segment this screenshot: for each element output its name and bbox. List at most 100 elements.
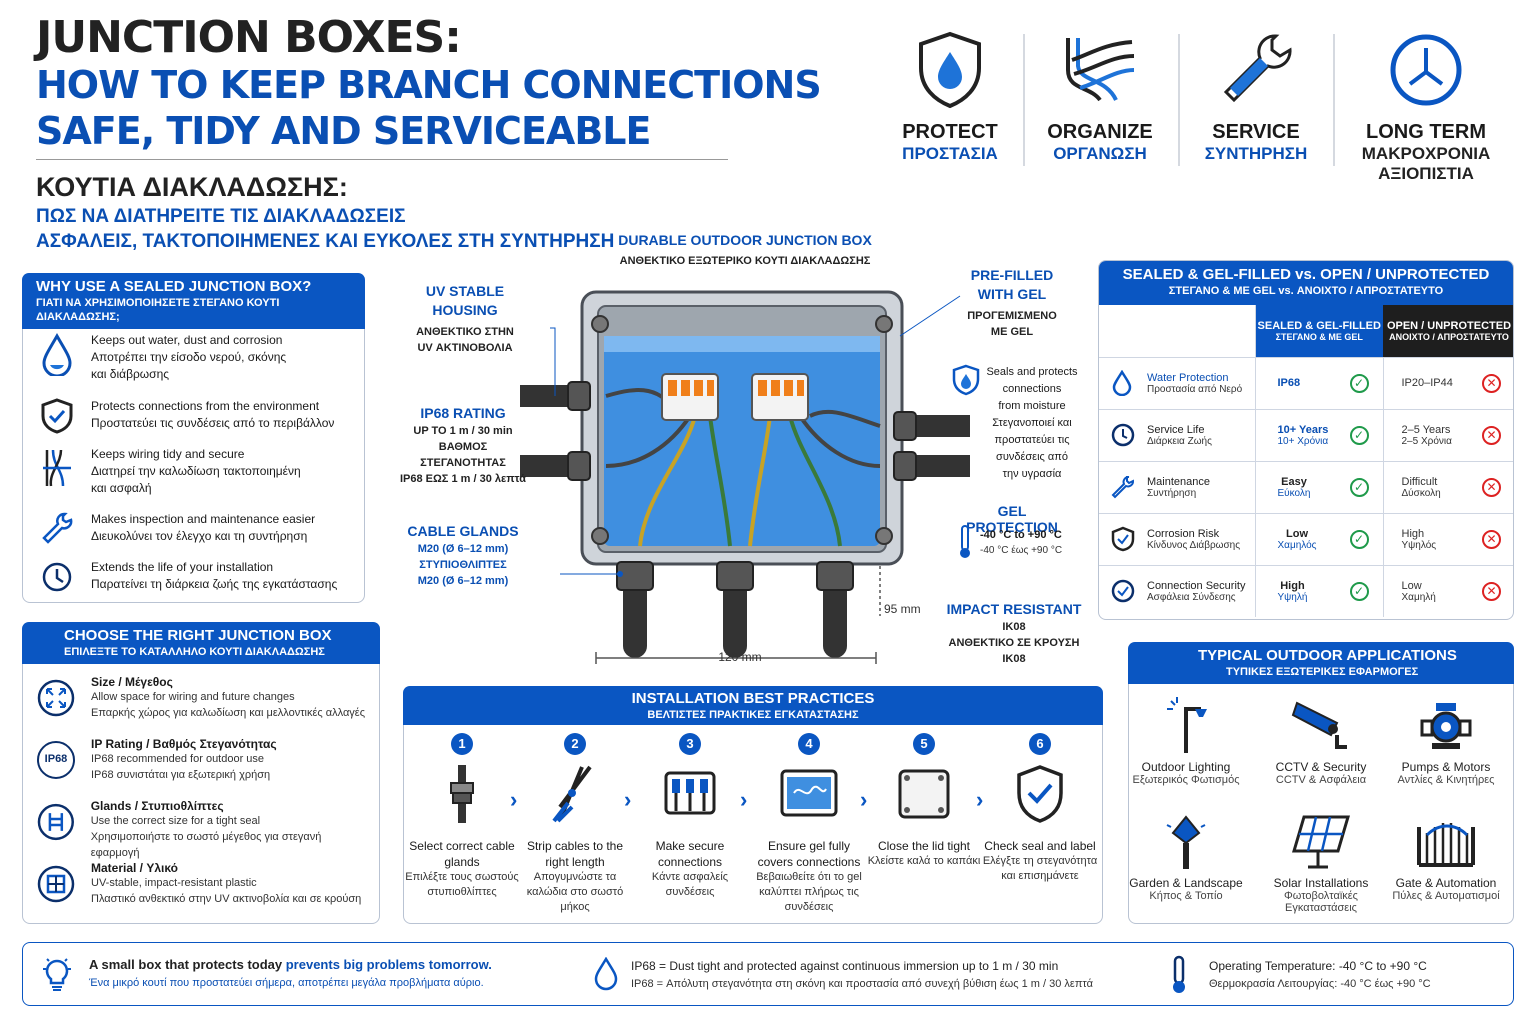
wrench-icon <box>1223 34 1292 103</box>
feature-long-term: LONG TERM ΜΑΚΡΟΧΡΟΝΙΑ ΑΞΙΟΠΙΣΤΙΑ <box>1340 30 1512 184</box>
lamp-icon <box>1167 697 1207 753</box>
open-value: Low <box>1401 579 1422 592</box>
why-title-gr: ΓΙΑΤΙ ΝΑ ΧΡΗΣΙΜΟΠΟΙΗΣΕΤΕ ΣΤΕΓΑΝΟ ΚΟΥΤΙ Δ… <box>36 297 280 323</box>
greek-title: ΚΟΥΤΙΑ ΔΙΑΚΛΑΔΩΣΗΣ: <box>36 172 348 202</box>
row-label-gr: Διάρκεια Ζωής <box>1147 435 1212 447</box>
comparison-title-gr: ΣΤΕΓΑΝΟ & ΜΕ GEL vs. ΑΝΟΙΧΤΟ / ΑΠΡΟΣΤΑΤΕ… <box>1168 285 1444 297</box>
application-label: Pumps & Motors <box>1401 760 1491 774</box>
why-item-gr: Διατηρεί την καλωδίωση τακτοποιημένη και… <box>91 464 301 495</box>
row-label: Corrosion Risk <box>1147 527 1220 540</box>
choose-card: CHOOSE THE RIGHT JUNCTION BOX ΕΠΙΛΕΞΤΕ Τ… <box>22 622 380 924</box>
step-text: Strip cables to the right length <box>526 839 624 869</box>
callout-title: WITH GEL <box>977 286 1047 302</box>
step-number: 3 <box>679 733 701 755</box>
choose-item-head: Material / Υλικό <box>91 861 178 875</box>
row-label: Connection Security <box>1147 579 1246 592</box>
callout-cable-glands: CABLE GLANDS M20 (Ø 6–12 mm) ΣΤΥΠΙΟΘΛΙΠΤ… <box>402 522 524 589</box>
drop-icon <box>42 332 72 376</box>
diagram-title: DURABLE OUTDOOR JUNCTION BOX <box>618 232 872 248</box>
box-height-label: 95 mm <box>884 602 921 616</box>
callout-title: UV STABLE <box>425 283 505 299</box>
installation-title-gr: ΒΕΛΤΙΣΤΕΣ ΠΡΑΚΤΙΚΕΣ ΕΓΚΑΤΑΣΤΑΣΗΣ <box>647 709 859 721</box>
application-label: Garden & Landscape <box>1129 876 1243 890</box>
application-item: Gate & Automation Πύλες & Αυτοματισμοί <box>1381 813 1511 902</box>
comparison-header: SEALED & GEL-FILLED vs. OPEN / UNPROTECT… <box>1099 261 1513 305</box>
cross-icon: ✕ <box>1482 425 1501 445</box>
callout-text: -40 °C to +90 °C <box>980 529 1062 541</box>
divider <box>1333 34 1335 166</box>
feature-organize: ORGANIZE ΟΡΓΑΝΩΣΗ <box>1030 30 1170 164</box>
callout-text: IK08 <box>1002 621 1026 633</box>
callout-text: M20 (Ø 6–12 mm) <box>417 575 509 587</box>
install-step: 4 Ensure gel fully covers connections Βε… <box>749 733 869 915</box>
callout-text: M20 (Ø 6–12 mm) <box>417 543 509 555</box>
open-value: 2–5 Years <box>1401 423 1451 436</box>
choose-item-gr: Επαρκής χώρος για καλωδίωση και μελλοντι… <box>91 707 366 719</box>
installation-title: INSTALLATION BEST PRACTICES <box>631 690 875 707</box>
application-label-gr: Φωτοβολταϊκές Εγκαταστάσεις <box>1284 890 1358 914</box>
cross-icon: ✕ <box>1482 373 1501 393</box>
footer-ip-definition-gr: IP68 = Απόλυτη στεγανότητα στη σκόνη και… <box>631 978 1093 990</box>
choose-item-en: Allow space for wiring and future change… <box>91 691 295 703</box>
row-label-gr: Προστασία από Νερό <box>1147 383 1243 395</box>
step-number: 4 <box>798 733 820 755</box>
callout-text-gr: ΑΝΘΕΚΤΙΚΟ ΣΤΗΝ <box>416 326 514 338</box>
drop-icon <box>1112 370 1132 396</box>
step-text-gr: Κλείστε καλά το καπάκι <box>867 855 981 867</box>
install-step: 1 Select correct cable glands Επιλέξτε τ… <box>402 733 522 900</box>
row-label-gr: Κίνδυνος Διάβρωσης <box>1147 539 1241 551</box>
why-item-gr: Προστατεύει τις συνδέσεις από το περιβάλ… <box>91 416 335 430</box>
install-step: 2 Strip cables to the right length Απογυ… <box>515 733 635 915</box>
callout-text: connections <box>1002 383 1062 395</box>
callout-title: CABLE GLANDS <box>407 523 519 539</box>
shield-check-icon <box>41 398 73 434</box>
choose-item-gr: IP68 συνιστάται για εξωτερική χρήση <box>91 769 271 781</box>
wago-connectors <box>661 373 809 421</box>
wrench-icon <box>42 512 73 544</box>
choose-item-head: Glands / Στυπιοθλίπτες <box>90 799 224 813</box>
cross-icon: ✕ <box>1482 529 1501 549</box>
application-label-gr: Εξωτερικός Φωτισμός <box>1132 774 1240 786</box>
application-label: CCTV & Security <box>1275 760 1367 774</box>
cables-icon <box>1066 38 1135 102</box>
why-title: WHY USE A SEALED JUNCTION BOX? <box>36 278 312 295</box>
width-dimension-line <box>595 652 877 664</box>
callout-title: PRE-FILLED <box>970 267 1054 283</box>
application-item: CCTV & Security CCTV & Ασφάλεια <box>1256 695 1386 786</box>
step-arrow-icon: › <box>860 787 868 812</box>
cross-icon: ✕ <box>1482 581 1501 601</box>
pump-icon <box>1420 703 1472 749</box>
callout-title: IMPACT RESISTANT <box>946 601 1082 617</box>
divider <box>1178 34 1180 166</box>
choose-item-gr: Χρησιμοποιήστε το σωστό μέγεθος για στεγ… <box>90 831 322 859</box>
gel-box-icon <box>780 769 838 817</box>
choose-item-en: IP68 recommended for outdoor use <box>91 753 265 765</box>
install-step: 3 Make secure connections Κάντε ασφαλείς… <box>630 733 750 900</box>
why-card-header: WHY USE A SEALED JUNCTION BOX? ΓΙΑΤΙ ΝΑ … <box>22 273 365 329</box>
open-value: High <box>1401 527 1425 540</box>
check-icon: ✓ <box>1349 581 1369 601</box>
step-number: 2 <box>564 733 586 755</box>
page-subtitle-line1: HOW TO KEEP BRANCH CONNECTIONS <box>36 63 822 107</box>
step-text: Select correct cable glands <box>409 839 515 869</box>
divider <box>1023 34 1025 166</box>
feature-label: SERVICE <box>1212 121 1300 143</box>
sealed-value: IP68 <box>1277 377 1301 389</box>
callout-text: from moisture <box>998 400 1066 412</box>
callout-impact: IMPACT RESISTANT IK08 ΑΝΘΕΚΤΙΚΟ ΣΕ ΚΡΟΥΣ… <box>946 600 1082 667</box>
choose-card-header: CHOOSE THE RIGHT JUNCTION BOX ΕΠΙΛΕΞΤΕ Τ… <box>22 622 380 664</box>
feature-label: LONG TERM <box>1366 121 1486 143</box>
clock-icon <box>1390 34 1462 106</box>
column-open-gr: ΑΝΟΙΧΤΟ / ΑΠΡΟΣΤΑΤΕΥΤΟ <box>1389 331 1509 342</box>
application-item: Garden & Landscape Κήπος & Τοπίο <box>1121 813 1251 902</box>
step-text: Make secure connections <box>655 839 725 869</box>
greek-subtitle-line2: ΑΣΦΑΛΕΙΣ, ΤΑΚΤΟΠΟΙΗΜΕΝΕΣ ΚΑΙ ΕΥΚΟΛΕΣ ΣΤΗ… <box>36 231 615 252</box>
feature-label: PROTECT <box>902 121 998 143</box>
gland-icon <box>37 803 74 841</box>
